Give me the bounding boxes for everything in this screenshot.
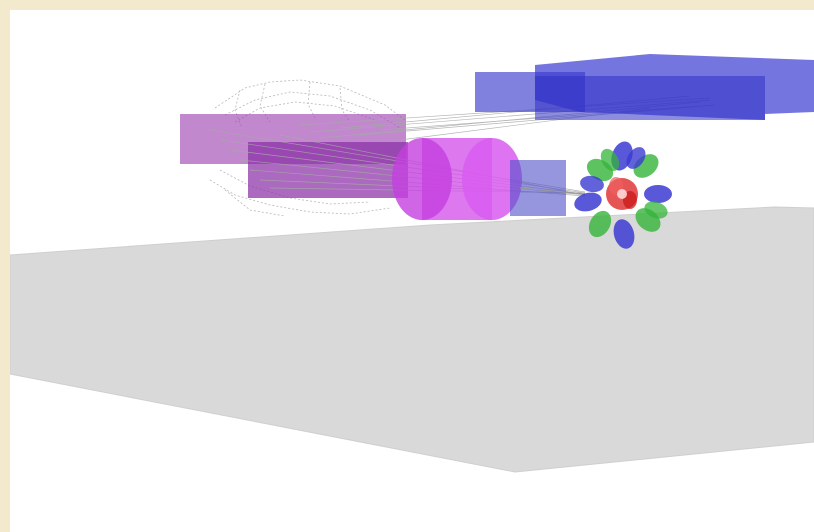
wireframe-cluster [209,79,406,217]
magenta-cylinder [392,138,522,220]
floor-plane [10,206,814,473]
blue-box-inner [535,76,765,120]
3d-viewport[interactable] [10,10,814,532]
beam-line [519,187,586,195]
scene-canvas[interactable] [10,10,814,532]
detector-ring [574,141,672,249]
target-box [510,160,566,216]
